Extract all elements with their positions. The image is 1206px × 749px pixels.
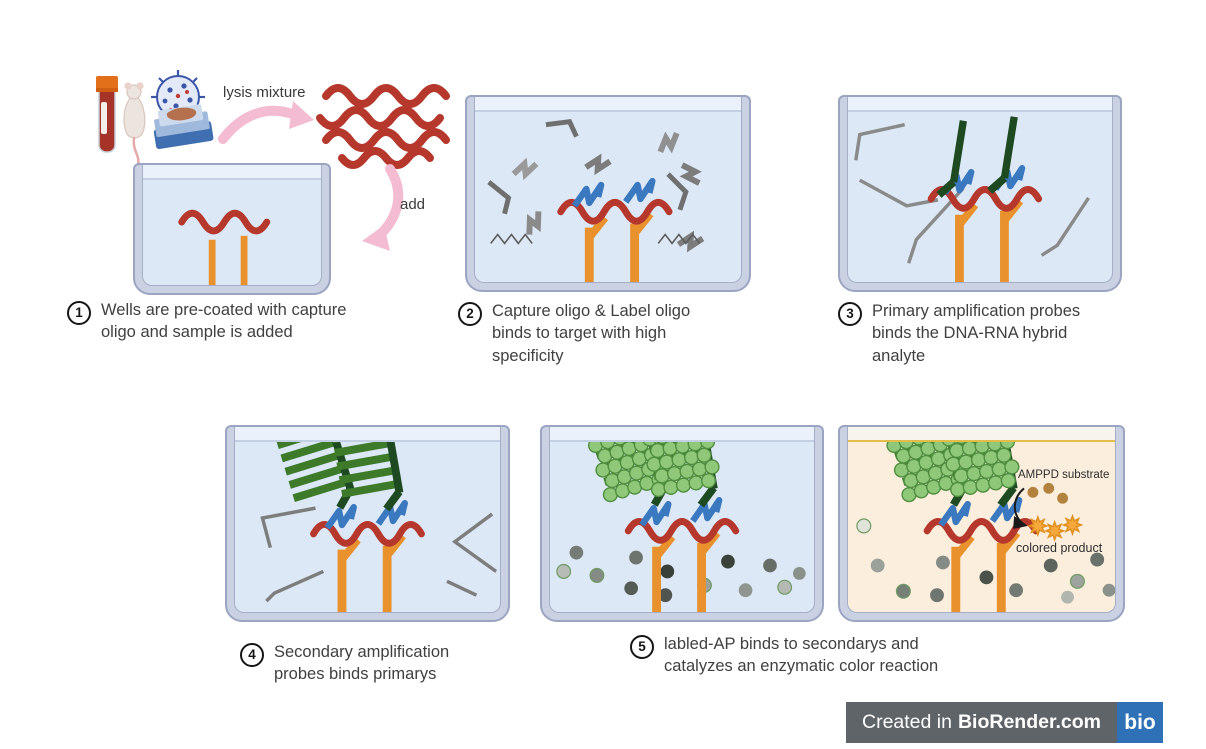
capture-complex-icon [561,181,669,282]
amppd-substrate-dots-icon [1027,482,1069,504]
well-step-2 [465,95,751,292]
amppd-substrate-label: AMPPD substrate [1018,469,1110,481]
substrate-particles-icon [556,545,806,603]
step-caption-text: Capture oligo & Label oligo binds to tar… [492,302,691,365]
colored-product-stars-icon [1028,515,1083,541]
step-caption-4: 4 Secondary amplification probes binds p… [240,641,494,686]
step-number-badge: 5 [630,635,654,659]
step-caption-text: Wells are pre-coated with capture oligo … [101,301,347,342]
step-number-badge: 1 [67,301,91,325]
biorender-logo-icon: bio [1117,702,1164,743]
well-step-5b: AMPPD substrate colored product [838,425,1125,622]
step-caption-text: Primary amplification probes binds the D… [872,302,1081,365]
well-step-1 [133,163,331,295]
step-caption-5: 5 labled-AP binds to secondarys and cata… [630,633,976,678]
specimen-icons [96,70,214,170]
capture-oligo-icon [208,235,248,285]
step-number-badge: 3 [838,302,862,326]
target-rna-icon [178,209,271,235]
reaction-arrowhead [1013,516,1028,529]
step-caption-text: labled-AP binds to secondarys and cataly… [664,635,939,676]
unbound-probes-icon [854,123,1090,264]
step-caption-2: 2 Capture oligo & Label oligo binds to t… [458,300,720,367]
well-step-5a [540,425,824,622]
well-step-4 [225,425,510,622]
lysed-sample-rna-icon [316,84,450,169]
step-caption-3: 3 Primary amplification probes binds the… [838,300,1084,367]
blood-tube-icon [96,76,118,153]
lysis-arrow-icon [218,101,314,144]
colored-product-label: colored product [1016,541,1103,555]
tissue-cassette-icon [153,104,214,150]
nonspecific-molecules-icon [487,119,703,252]
well-step-3 [838,95,1122,292]
step-number-badge: 2 [458,302,482,326]
capture-complex-icon [314,503,422,612]
mouse-icon [123,82,146,170]
add-arrow-icon [362,164,404,251]
lysis-mixture-label: lysis mixture [223,84,306,101]
step-number-badge: 4 [240,643,264,667]
substrate-particles-icon [856,518,1115,604]
step-caption-text: Secondary amplification probes binds pri… [274,643,450,684]
step-caption-1: 1 Wells are pre-coated with capture olig… [67,299,379,344]
unbound-probes-icon [260,506,498,603]
add-label: add [400,196,426,213]
denatured-strand-icon [490,233,701,245]
capture-complex-icon [628,500,736,612]
